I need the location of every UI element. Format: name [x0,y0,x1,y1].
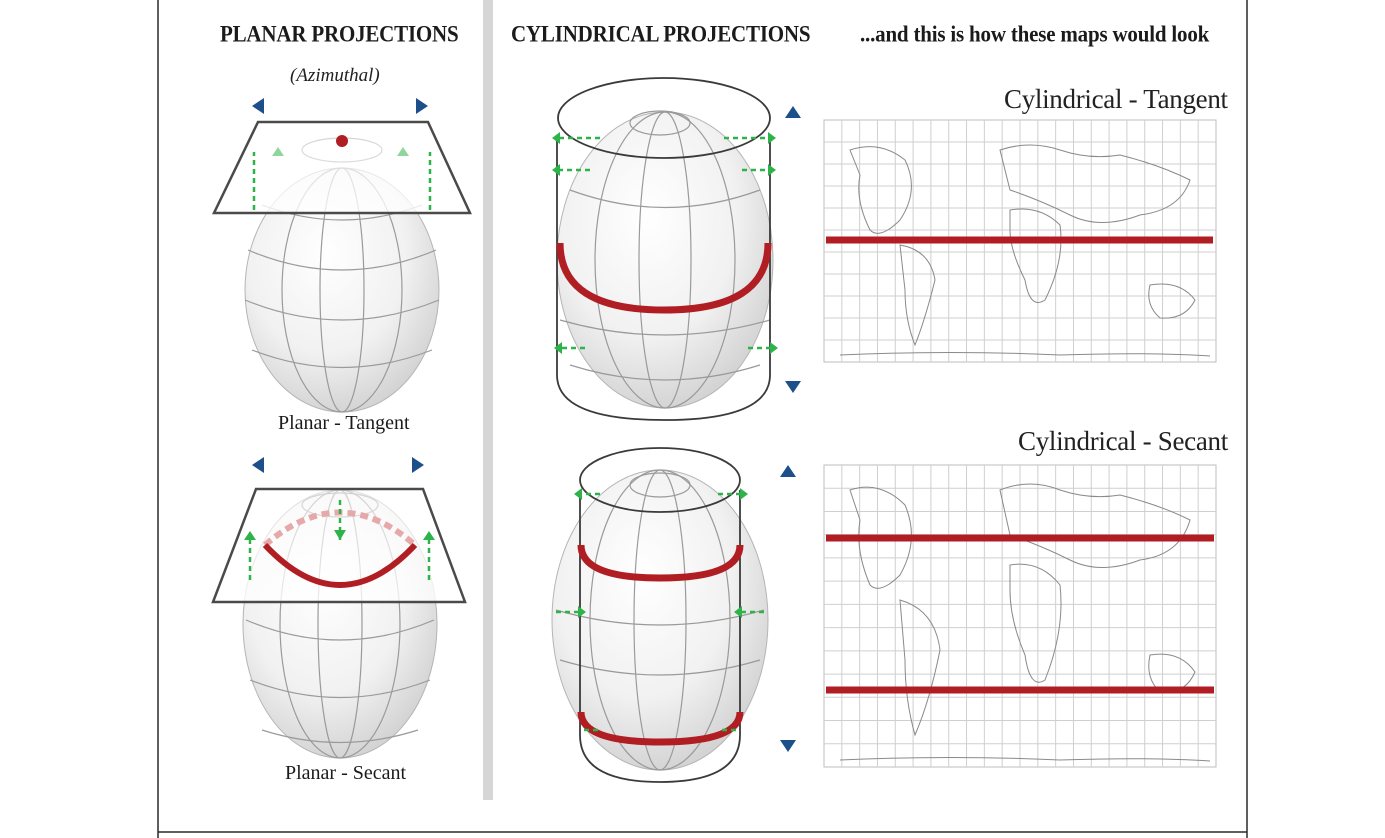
column-divider [483,0,493,800]
planar-secant-figure [211,457,467,759]
secant-plane [211,487,467,604]
planar-secant-label: Planar - Secant [285,762,407,784]
secant-circle-line [262,542,418,588]
planar-tangent-label: Planar - Tangent [278,412,410,434]
lower-secant-line [577,711,744,746]
outer-frame [157,0,1248,838]
maps-heading: ...and this is how these maps would look [860,20,1210,47]
planar-heading: PLANAR PROJECTIONS [220,20,459,47]
upper-secant-line [577,544,744,582]
cylindrical-tangent-label: Cylindrical - Tangent [1004,84,1228,114]
map-cylindrical-tangent [823,119,1217,363]
cylindrical-secant-figure [551,447,796,783]
cylindrical-secant-label: Cylindrical - Secant [1018,426,1228,456]
tangent-equator-line [556,242,772,314]
tangent-plane [212,120,472,215]
tangent-point-icon [336,135,348,147]
planar-subheading: (Azimuthal) [290,65,380,86]
cylindrical-heading: CYLINDRICAL PROJECTIONS [511,20,811,47]
map-cylindrical-secant [823,464,1217,768]
planar-tangent-figure [212,98,472,413]
cylindrical-tangent-figure [552,77,801,421]
